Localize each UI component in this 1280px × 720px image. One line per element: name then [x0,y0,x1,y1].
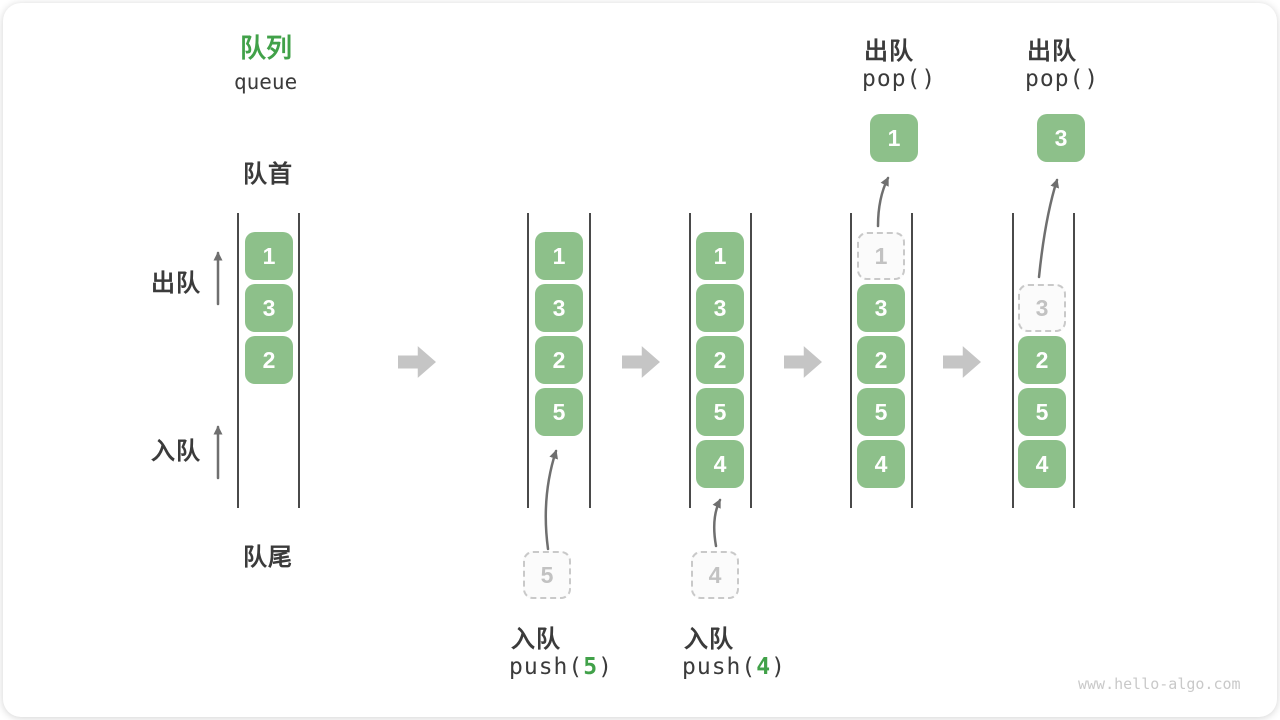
label-dequeue-side: 出队 [151,270,201,297]
queue-wall [850,213,852,508]
diagram-title-zh: 队列 [240,33,293,63]
pop1-code: pop() [862,66,937,92]
queue-item: 5 [696,388,744,436]
queue-item: 4 [696,440,744,488]
queue-wall [589,213,591,508]
queue-wall [1012,213,1014,508]
label-queue-front: 队首 [243,161,293,188]
ghost-item: 1 [857,232,905,280]
pending-item: 4 [691,551,739,599]
pop2-code: pop() [1025,66,1100,92]
push4-label: 入队 [684,626,734,653]
pop1-label: 出队 [864,38,914,65]
queue-item: 2 [245,336,293,384]
push5-arg: 5 [583,654,599,680]
queue-wall [237,213,239,508]
queue-item: 5 [1018,388,1066,436]
queue-item: 3 [857,284,905,332]
queue-item: 2 [857,336,905,384]
queue-item: 1 [696,232,744,280]
popped-item: 3 [1037,114,1085,162]
push4-code: push(4) [682,654,786,680]
queue-wall [689,213,691,508]
pop2-arrow-icon [1037,178,1060,279]
push4-arg: 4 [756,654,772,680]
queue-item: 2 [535,336,583,384]
push5-label: 入队 [511,626,561,653]
queue-item: 2 [696,336,744,384]
queue-item: 1 [535,232,583,280]
pop1-arrow-icon [876,176,890,228]
push5-arrow-icon [544,449,558,551]
watermark: www.hello-algo.com [1078,675,1241,693]
queue-item: 3 [245,284,293,332]
pending-item: 5 [523,551,571,599]
popped-item: 1 [870,114,918,162]
label-enqueue-side: 入队 [151,438,201,465]
pop2-label: 出队 [1027,38,1077,65]
queue-item: 1 [245,232,293,280]
ghost-item: 3 [1018,284,1066,332]
queue-item: 5 [535,388,583,436]
push5-code: push(5) [509,654,613,680]
queue-wall [298,213,300,508]
queue-item: 5 [857,388,905,436]
queue-item: 4 [857,440,905,488]
queue-wall [750,213,752,508]
queue-item: 2 [1018,336,1066,384]
queue-item: 4 [1018,440,1066,488]
push4-arrow-icon [712,498,722,548]
diagram-title-en: queue [234,70,298,94]
queue-item: 3 [535,284,583,332]
queue-item: 3 [696,284,744,332]
queue-wall [911,213,913,508]
queue-wall [1073,213,1075,508]
queue-wall [527,213,529,508]
label-queue-rear: 队尾 [243,544,293,571]
